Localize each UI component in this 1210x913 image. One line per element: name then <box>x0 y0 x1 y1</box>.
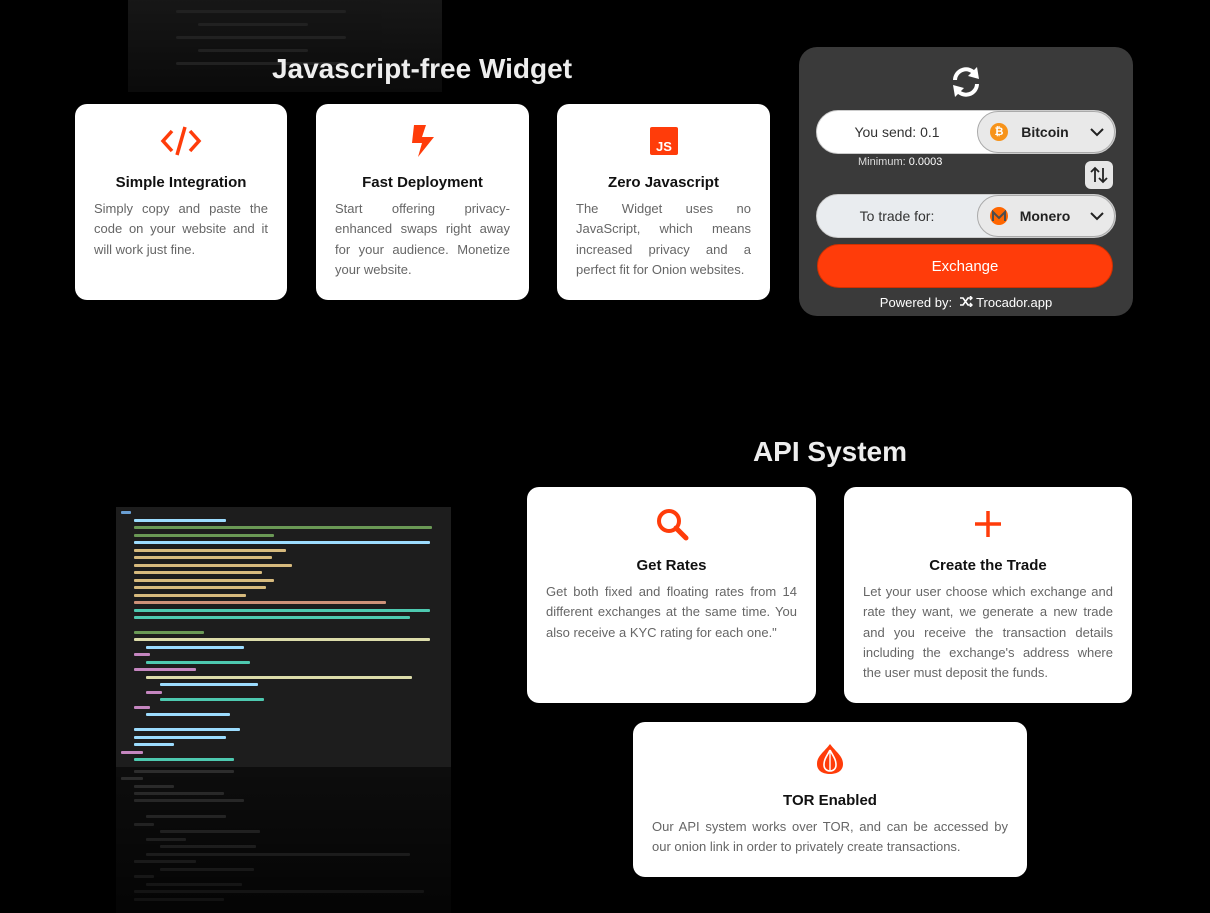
refresh-icon[interactable] <box>949 65 983 99</box>
api-code-screenshot <box>116 507 451 913</box>
card-title: Get Rates <box>636 557 707 574</box>
card-title: Simple Integration <box>115 174 247 191</box>
code-screenshot-top <box>128 0 442 92</box>
search-icon <box>546 505 797 543</box>
shuffle-icon <box>959 295 973 308</box>
powered-brand-link[interactable]: Trocador.app <box>976 295 1053 310</box>
card-title: TOR Enabled <box>783 792 877 809</box>
bolt-icon <box>335 122 510 160</box>
minimum-amount: Minimum: 0.0003 <box>858 156 942 168</box>
card-zero-javascript: JS Zero Javascript The Widget uses no Ja… <box>557 104 770 300</box>
card-title: Fast Deployment <box>362 174 483 191</box>
card-get-rates: Get Rates Get both fixed and floating ra… <box>527 487 816 703</box>
card-tor-enabled: TOR Enabled Our API system works over TO… <box>633 722 1027 877</box>
swap-arrows-icon <box>1090 166 1108 184</box>
plus-icon <box>863 505 1113 543</box>
card-create-trade: Create the Trade Let your user choose wh… <box>844 487 1132 703</box>
send-coin-select[interactable]: ₿ Bitcoin <box>977 111 1115 153</box>
onion-icon <box>652 740 1008 778</box>
receive-field[interactable]: To trade for: Monero <box>816 194 1116 238</box>
card-simple-integration: Simple Integration Simply copy and paste… <box>75 104 287 300</box>
exchange-widget: You send: 0.1 ₿ Bitcoin Minimum: 0.0003 … <box>799 47 1133 316</box>
js-icon: JS <box>576 122 751 160</box>
receive-coin-select[interactable]: Monero <box>977 195 1115 237</box>
powered-label: Powered by: <box>879 295 953 310</box>
minimum-label: Minimum: <box>858 156 906 168</box>
card-text: The Widget uses no JavaScript, which mea… <box>576 201 751 277</box>
widget-section-title: Javascript-free Widget <box>271 53 573 84</box>
card-text: Get both fixed and floating rates from 1… <box>546 584 797 640</box>
card-title: Create the Trade <box>929 557 1047 574</box>
chevron-down-icon <box>1090 212 1104 221</box>
receive-coin-name: Monero <box>1019 208 1071 224</box>
exchange-button[interactable]: Exchange <box>817 244 1113 288</box>
card-text: Simply copy and paste the code on your w… <box>94 201 268 257</box>
powered-by: Powered by: Trocador.app <box>799 295 1133 310</box>
card-fast-deployment: Fast Deployment Start offering privacy-e… <box>316 104 529 300</box>
minimum-value: 0.0003 <box>908 156 943 168</box>
api-section-title: API System <box>752 436 908 467</box>
chevron-down-icon <box>1090 128 1104 137</box>
card-text: Let your user choose which exchange and … <box>863 584 1113 681</box>
card-text: Start offering privacy-enhanced swaps ri… <box>335 201 510 277</box>
send-amount-label[interactable]: You send: 0.1 <box>854 124 940 140</box>
swap-direction-button[interactable] <box>1085 161 1113 189</box>
monero-icon <box>990 207 1008 225</box>
send-amount-field[interactable]: You send: 0.1 ₿ Bitcoin <box>816 110 1116 154</box>
receive-label: To trade for: <box>859 208 935 224</box>
card-text: Our API system works over TOR, and can b… <box>652 819 1008 855</box>
send-coin-name: Bitcoin <box>1021 124 1069 140</box>
code-icon <box>94 122 268 160</box>
bitcoin-icon: ₿ <box>990 123 1008 141</box>
card-title: Zero Javascript <box>608 174 719 191</box>
svg-text:JS: JS <box>656 139 672 154</box>
